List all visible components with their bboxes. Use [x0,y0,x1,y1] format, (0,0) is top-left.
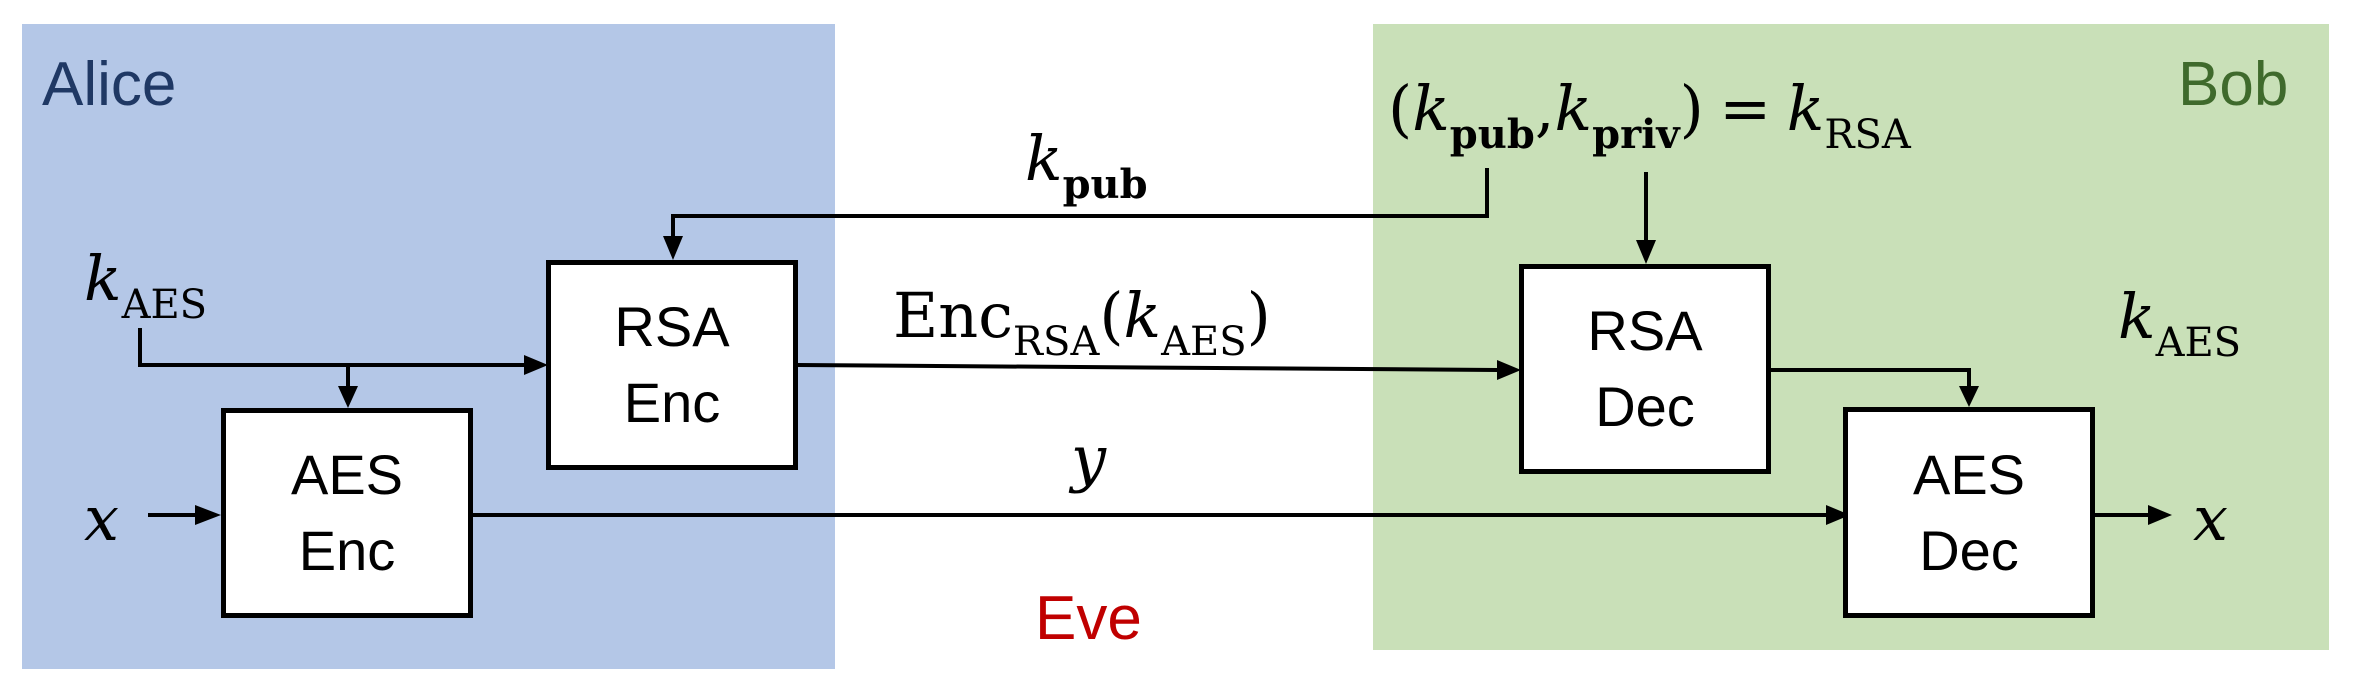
keypair-var2: k [1554,72,1593,145]
aes-enc-line1: AES [290,443,404,507]
y-label: y [1071,428,1106,490]
aes-enc-block: AES Enc [221,408,473,618]
x-output-var: x [2193,482,2228,555]
aes-dec-line1: AES [1912,442,2026,506]
eve-label: Eve [1035,584,1142,653]
bob-label: Bob [2178,50,2289,119]
keypair-equals: = [1719,72,1772,145]
enc-rsa-open-paren: ( [1099,279,1124,352]
k-aes-right-var: k [2118,280,2156,353]
k-pub-label: kpub [1025,128,1148,205]
keypair-open-paren: ( [1388,72,1413,145]
keypair-sub1: pub [1449,111,1535,158]
enc-rsa-fn: Enc [893,279,1013,352]
rsa-enc-block: RSA Enc [546,260,798,470]
rsa-dec-line2: Dec [1595,375,1695,438]
keypair-close-paren: ) [1679,72,1704,145]
k-pub-arrow [671,168,1489,240]
enc-rsa-var: k [1123,279,1162,352]
k-pub-var: k [1025,122,1063,195]
rsa-enc-line2: Enc [623,371,721,434]
rsa-enc-line1: RSA [614,295,730,359]
k-aes-left-label: kAES [84,248,208,328]
keypair-comma: , [1534,72,1555,145]
k-aes-right-sub: AES [2155,320,2242,366]
k-aes-left-sub: AES [121,282,208,328]
y-var: y [1071,422,1107,495]
alice-label: Alice [42,50,177,119]
keypair-var1: k [1412,72,1450,145]
x-output-label: x [2193,488,2228,550]
x-input-var: x [84,482,119,555]
k-aes-right-label: kAES [2118,286,2242,366]
enc-rsa-arg-sub: AES [1161,319,1247,365]
aes-dec-block: AES Dec [1843,407,2095,618]
enc-rsa-close-paren: ) [1246,279,1271,352]
keypair-sub3: RSA [1824,112,1911,158]
aes-enc-line2: Enc [298,519,396,582]
k-aes-to-rsa-enc-arrow [138,328,524,367]
keypair-label: (kpub,kpriv)=kRSA [1388,78,1911,158]
x-input-label: x [84,488,119,550]
k-aes-to-aes-dec-arrow [1770,368,1971,390]
keypair-sub2: priv [1592,111,1680,158]
k-aes-left-var: k [84,242,122,315]
keypair-var3: k [1786,72,1825,145]
aes-dec-line2: Dec [1919,518,2019,582]
enc-rsa-label: EncRSA(kAES) [893,285,1271,365]
enc-rsa-sub: RSA [1012,319,1100,365]
k-pub-sub: pub [1062,161,1148,208]
rsa-dec-line1: RSA [1587,299,1703,363]
rsa-dec-block: RSA Dec [1519,264,1771,474]
enc-rsa-arrow [797,363,1498,372]
